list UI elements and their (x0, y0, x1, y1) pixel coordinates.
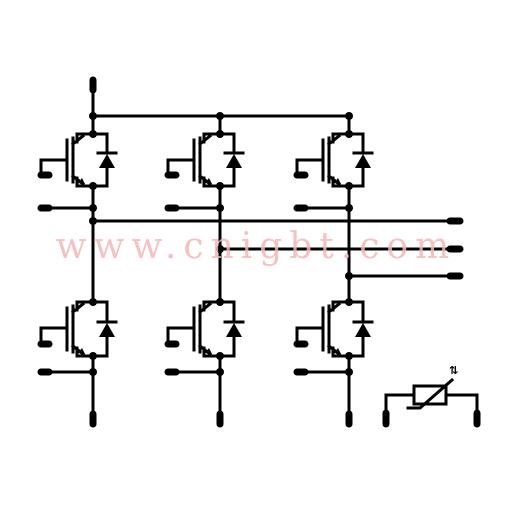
junction-dot (89, 182, 97, 190)
igbt-collector-diag (70, 133, 86, 147)
diode-triangle (99, 323, 115, 337)
diode-triangle (99, 154, 115, 168)
junction-dot (345, 298, 353, 306)
junction-dot (89, 298, 97, 306)
terminal-pins (37, 76, 481, 428)
diode-cathode-lead (347, 132, 365, 154)
igbt-collector-diag (70, 301, 86, 315)
diode-triangle (226, 154, 242, 168)
junction-dot (216, 245, 224, 253)
igbt-high-side (39, 132, 118, 188)
junction-dot (216, 352, 224, 360)
igbt-collector-diag (326, 133, 342, 147)
diode-anode-lead (347, 335, 365, 358)
igbt-low-side (295, 300, 374, 358)
diode-cathode-lead (91, 132, 109, 154)
junction-dot (216, 368, 224, 376)
ntc-thermistor: ⇅ (384, 364, 479, 415)
diode-anode-lead (347, 166, 365, 188)
junction-dot (216, 298, 224, 306)
igbt-emitter-arrow (205, 178, 212, 184)
junction-dot (216, 130, 224, 138)
circuit-wires (39, 88, 452, 416)
igbt-collector-diag (197, 133, 213, 147)
junction-dot (89, 217, 97, 225)
diode-anode-lead (218, 166, 236, 188)
diode-anode-lead (218, 335, 236, 358)
junction-dots (89, 112, 353, 376)
igbt-emitter-arrow (205, 348, 212, 354)
diode-triangle (355, 154, 371, 168)
igbt-switches (39, 132, 374, 358)
junction-dot (216, 182, 224, 190)
junction-dot (89, 368, 97, 376)
ntc-lead-left (384, 393, 416, 415)
igbt-high-side (295, 132, 374, 188)
diode-anode-lead (91, 166, 109, 188)
junction-dot (345, 352, 353, 360)
junction-dot (345, 112, 353, 120)
igbt-emitter-arrow (334, 348, 341, 354)
junction-dot (345, 204, 353, 212)
junction-dot (345, 182, 353, 190)
igbt-low-side (39, 300, 118, 358)
ntc-slash (406, 377, 455, 410)
junction-dot (89, 204, 97, 212)
diode-triangle (226, 323, 242, 337)
igbt-emitter-arrow (78, 178, 85, 184)
diode-triangle (355, 323, 371, 337)
igbt-collector-diag (197, 301, 213, 315)
junction-dot (216, 204, 224, 212)
junction-dot (89, 130, 97, 138)
diode-anode-lead (91, 335, 109, 358)
junction-dot (345, 272, 353, 280)
junction-dot (216, 112, 224, 120)
igbt-high-side (166, 132, 245, 188)
igbt-emitter-arrow (78, 348, 85, 354)
igbt-emitter-arrow (334, 178, 341, 184)
junction-dot (345, 368, 353, 376)
junction-dot (89, 112, 97, 120)
diode-cathode-lead (218, 132, 236, 154)
diode-cathode-lead (347, 300, 365, 323)
ntc-arrow-symbol: ⇅ (449, 364, 458, 377)
ntc-lead-right (444, 393, 479, 415)
diode-cathode-lead (218, 300, 236, 323)
diode-cathode-lead (91, 300, 109, 323)
igbt-low-side (166, 300, 245, 358)
junction-dot (345, 130, 353, 138)
igbt-collector-diag (326, 301, 342, 315)
ntc-body (412, 384, 448, 406)
junction-dot (89, 352, 97, 360)
